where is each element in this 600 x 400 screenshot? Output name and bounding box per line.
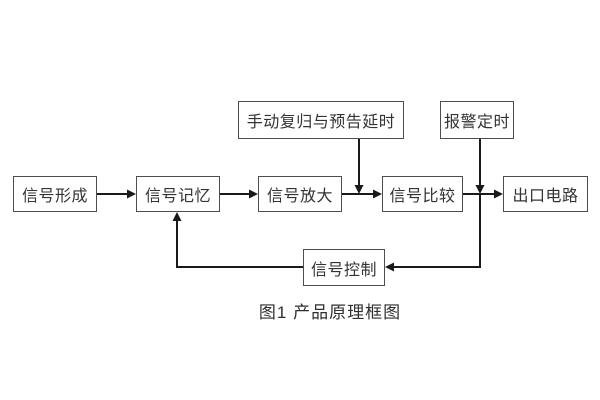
edge-formation-to-memory [97,189,136,199]
edge-amplification-to-comparison [342,189,382,199]
edge-control-to-memory [172,212,303,268]
edge-junction-to-control [385,194,481,272]
figure-caption: 图1 产品原理框图 [258,303,402,322]
edge-comparison-to-output [463,189,503,199]
node-signal-amplification: 信号放大 [258,176,342,212]
edge-memory-to-amplification [220,189,258,199]
edge-manual-reset-down [354,139,364,194]
edge-alarm-timing-down [475,139,485,194]
node-alarm-timing: 报警定时 [440,101,514,139]
node-signal-formation: 信号形成 [13,176,97,212]
node-manual-reset-delay: 手动复归与预告延时 [238,101,404,139]
node-output-circuit: 出口电路 [503,176,588,212]
node-signal-control: 信号控制 [303,249,385,286]
node-signal-comparison: 信号比较 [382,176,463,212]
node-signal-memory: 信号记忆 [136,176,220,212]
